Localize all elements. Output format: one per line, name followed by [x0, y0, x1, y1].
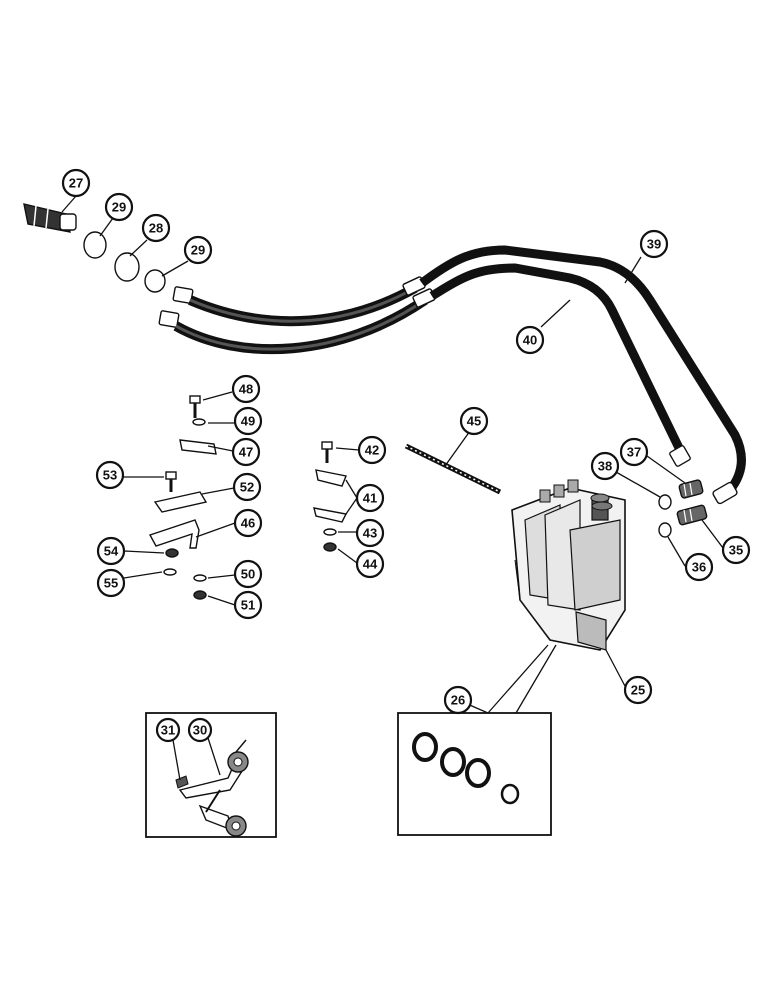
leader-lines [61, 195, 724, 781]
svg-text:29: 29 [112, 200, 126, 215]
svg-text:35: 35 [729, 543, 743, 558]
callout-37: 37 [619, 437, 649, 467]
callout-41: 41 [355, 483, 385, 513]
nut-44 [323, 542, 337, 552]
svg-text:53: 53 [103, 468, 117, 483]
bracket-46 [148, 519, 200, 549]
callout-44: 44 [355, 549, 385, 579]
callout-43: 43 [355, 518, 385, 548]
svg-text:52: 52 [240, 480, 254, 495]
clip-41-upper [315, 469, 347, 487]
svg-text:41: 41 [363, 491, 377, 506]
callout-52: 52 [232, 472, 262, 502]
callout-29-upper: 29 [104, 192, 134, 222]
callout-47: 47 [231, 437, 261, 467]
tube-40 [429, 263, 691, 467]
callout-28: 28 [141, 213, 171, 243]
svg-text:28: 28 [149, 221, 163, 236]
callout-48: 48 [231, 374, 261, 404]
svg-text:36: 36 [692, 560, 706, 575]
callout-49: 49 [233, 406, 263, 436]
washer-49 [192, 418, 206, 426]
svg-text:42: 42 [365, 443, 379, 458]
ring-38 [658, 494, 672, 510]
bolt-42 [321, 441, 333, 463]
svg-text:50: 50 [241, 567, 255, 582]
washer-55 [163, 568, 177, 576]
svg-text:27: 27 [69, 176, 83, 191]
callout-53: 53 [95, 460, 125, 490]
svg-text:49: 49 [241, 414, 255, 429]
callout-31: 31 [155, 717, 181, 743]
svg-text:39: 39 [647, 237, 661, 252]
ring-28 [114, 252, 140, 282]
svg-text:44: 44 [363, 557, 378, 572]
callout-50: 50 [233, 559, 263, 589]
callout-46: 46 [233, 508, 263, 538]
svg-text:31: 31 [161, 723, 175, 738]
coupler-27 [23, 203, 77, 233]
callout-29-lower: 29 [183, 235, 213, 265]
bolt-53 [165, 471, 177, 492]
svg-text:51: 51 [241, 598, 255, 613]
svg-text:55: 55 [104, 576, 118, 591]
plate-47 [179, 439, 217, 455]
control-valve-25 [511, 479, 626, 651]
stud-45 [404, 443, 502, 495]
callout-45: 45 [459, 406, 489, 436]
callout-27: 27 [61, 168, 91, 198]
callout-35: 35 [721, 535, 751, 565]
callout-26: 26 [443, 685, 473, 715]
callout-36: 36 [684, 552, 714, 582]
callout-38: 38 [590, 451, 620, 481]
svg-text:46: 46 [241, 516, 255, 531]
svg-text:54: 54 [104, 544, 119, 559]
callout-25: 25 [623, 675, 653, 705]
washer-50 [193, 574, 207, 582]
ring-29-upper [83, 231, 107, 259]
svg-text:45: 45 [467, 414, 481, 429]
nut-54 [165, 548, 179, 558]
svg-text:25: 25 [631, 683, 645, 698]
callout-42: 42 [357, 435, 387, 465]
callout-40: 40 [515, 325, 545, 355]
svg-text:43: 43 [363, 526, 377, 541]
callout-39: 39 [639, 229, 669, 259]
svg-text:29: 29 [191, 243, 205, 258]
washer-43 [323, 528, 337, 536]
svg-text:48: 48 [239, 382, 253, 397]
fitting-35 [676, 504, 708, 526]
svg-text:40: 40 [523, 333, 537, 348]
svg-text:30: 30 [193, 723, 207, 738]
callout-54: 54 [96, 536, 126, 566]
tube-39 [419, 245, 746, 505]
nut-51 [193, 590, 207, 600]
callout-55: 55 [96, 568, 126, 598]
ring-29-lower [144, 269, 166, 293]
fitting-37 [678, 479, 704, 499]
callout-30: 30 [187, 717, 213, 743]
hose-assembly [158, 276, 436, 355]
strap-52 [153, 491, 208, 513]
svg-text:26: 26 [451, 693, 465, 708]
svg-text:37: 37 [627, 445, 641, 460]
clip-41-lower [313, 507, 348, 523]
svg-text:47: 47 [239, 445, 253, 460]
svg-text:38: 38 [598, 459, 612, 474]
bolt-48 [189, 395, 201, 418]
callout-51: 51 [233, 590, 263, 620]
inset-seal-kit-box [397, 712, 552, 836]
ring-36 [658, 522, 672, 538]
